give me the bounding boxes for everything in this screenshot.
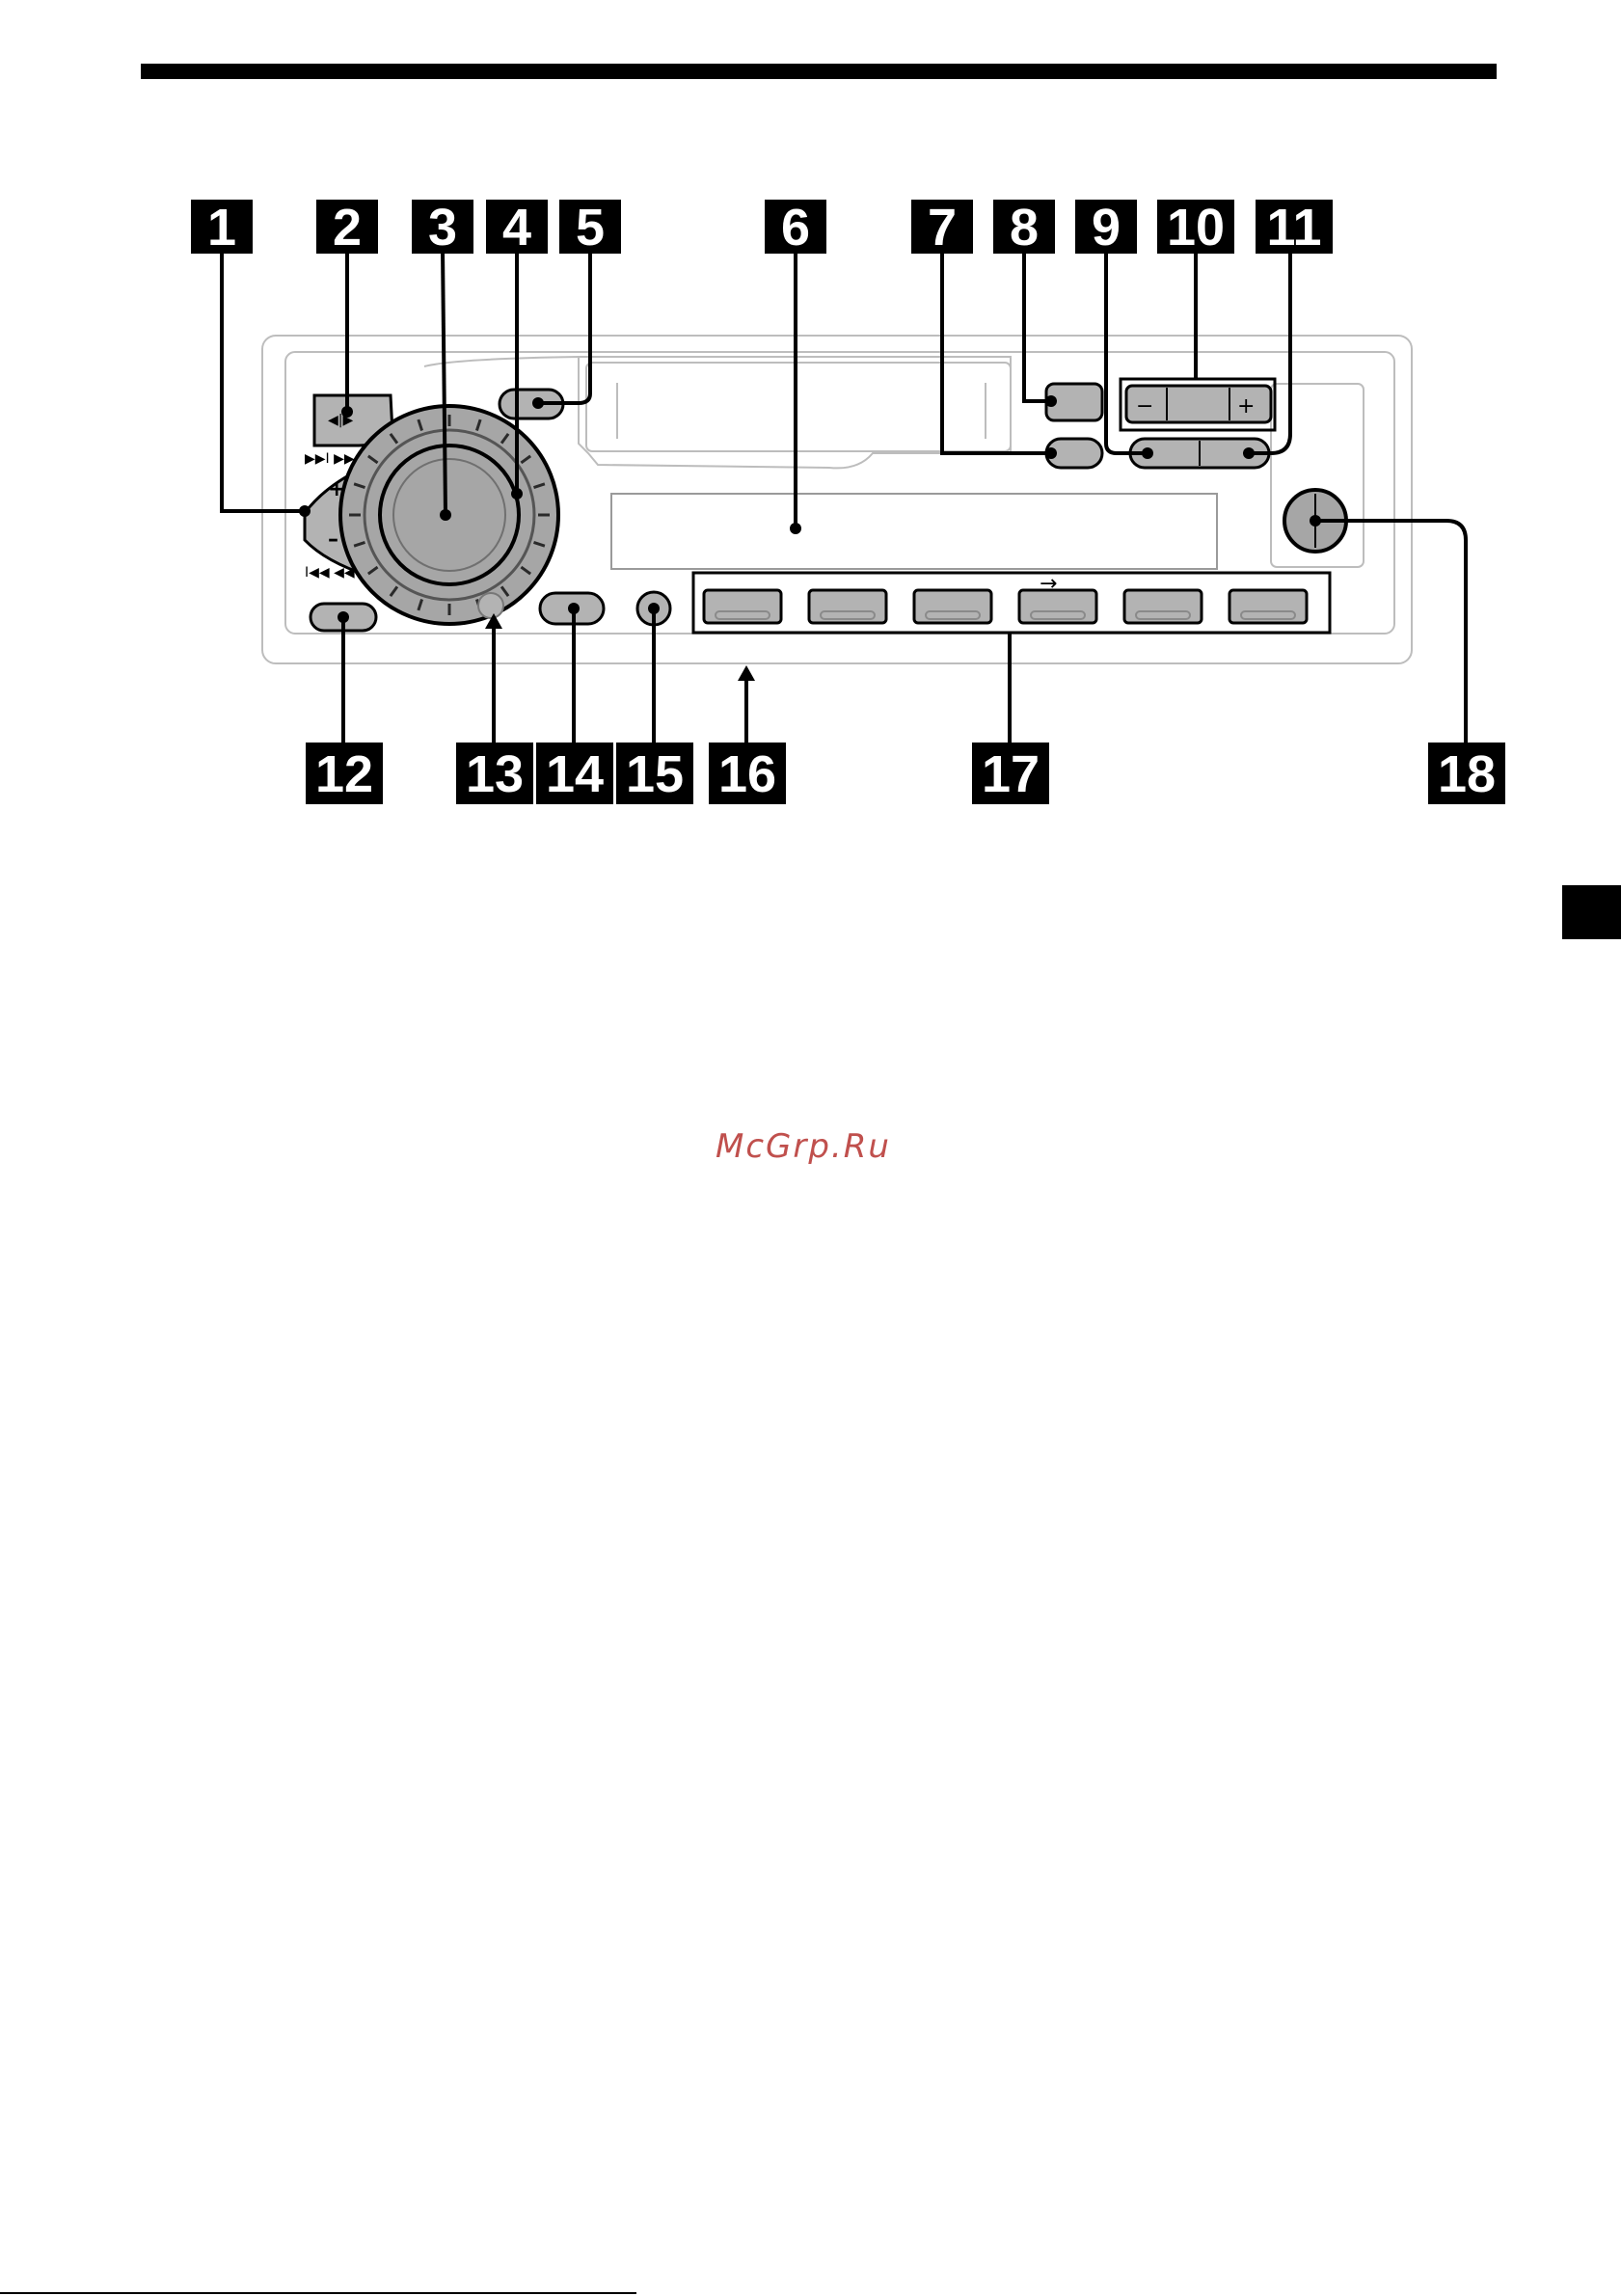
plus-symbol: + <box>1237 394 1255 419</box>
callout-label: 11 <box>1266 199 1321 257</box>
callout-label: 6 <box>781 199 810 257</box>
callout-10: 10 <box>1157 199 1234 257</box>
callout-8: 8 <box>993 199 1055 257</box>
callout-label: 12 <box>315 745 373 803</box>
preset-button-4[interactable] <box>1019 590 1096 623</box>
preset-button-6[interactable] <box>1229 590 1307 623</box>
callout-9: 9 <box>1075 199 1137 257</box>
callout-5: 5 <box>559 199 621 257</box>
callout-1: 1 <box>191 199 253 257</box>
seek-up-label: ▶▶I ▶▶ <box>305 451 355 467</box>
preset-arrow: → <box>1040 572 1057 596</box>
preset-button-1[interactable] <box>704 590 781 623</box>
callout-12: 12 <box>306 743 383 804</box>
callout-13: 13 <box>456 743 533 804</box>
callout-6: 6 <box>765 199 826 257</box>
seek-minus-symbol: – <box>328 527 338 552</box>
callout-label: 1 <box>207 199 236 257</box>
callout-label: 8 <box>1010 199 1039 257</box>
callout-7: 7 <box>911 199 973 257</box>
callout-label: 18 <box>1438 745 1496 803</box>
watermark: McGrp.Ru <box>716 1127 891 1166</box>
callout-label: 10 <box>1167 199 1225 257</box>
sensor-receptor <box>478 593 503 618</box>
callout-18: 18 <box>1428 743 1505 804</box>
minus-plus-rocker[interactable]: − + <box>1126 386 1271 422</box>
callout-label: 13 <box>466 745 524 803</box>
callout-15: 15 <box>616 743 693 804</box>
callout-label: 9 <box>1092 199 1121 257</box>
callout-label: 7 <box>928 199 957 257</box>
display-window <box>611 494 1217 569</box>
callout-11: 11 <box>1256 199 1333 257</box>
top-rule <box>141 64 1497 79</box>
callout-label: 15 <box>626 745 684 803</box>
preset-button-2[interactable] <box>809 590 886 623</box>
callout-17: 17 <box>972 743 1049 804</box>
callout-label: 3 <box>428 199 457 257</box>
callout-label: 2 <box>333 199 362 257</box>
callout-4: 4 <box>486 199 548 257</box>
callout-label: 4 <box>502 199 531 257</box>
callout-3: 3 <box>412 199 473 257</box>
callout-label: 17 <box>982 745 1040 803</box>
callout-label: 16 <box>718 745 776 803</box>
callout-label: 5 <box>576 199 605 257</box>
callout-label: 14 <box>546 745 604 803</box>
preset-buttons <box>704 590 1307 623</box>
section-tab <box>1562 885 1621 939</box>
callout-16: 16 <box>709 743 786 804</box>
preset-button-5[interactable] <box>1124 590 1202 623</box>
preset-button-3[interactable] <box>914 590 991 623</box>
callout-14: 14 <box>536 743 613 804</box>
callout-2: 2 <box>316 199 378 257</box>
minus-symbol: − <box>1136 394 1153 419</box>
